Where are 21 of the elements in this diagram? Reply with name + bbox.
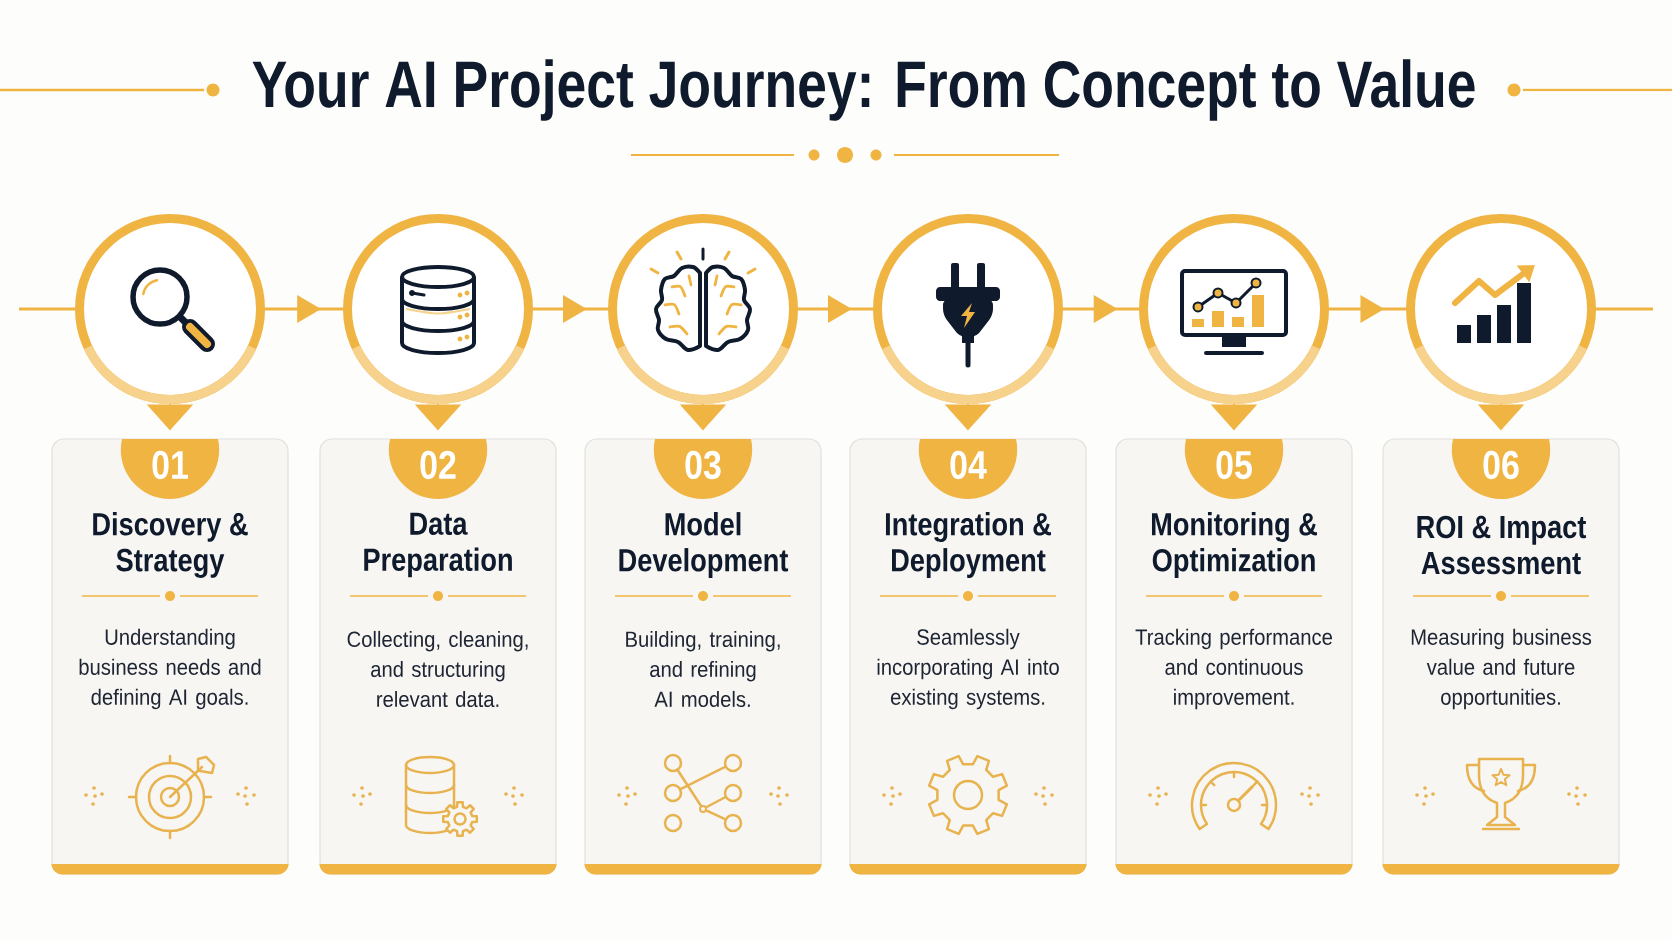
card-description: Building, training, and refining AI models. (626, 630, 780, 708)
connector-line (19, 307, 75, 311)
number-badge: 05 (1184, 439, 1284, 499)
number-badge: 02 (388, 439, 488, 499)
card-description: Tracking performance and continuous improvement. (1135, 628, 1332, 710)
card-description: Collecting, cleaning, and structuring relevant data. (347, 630, 528, 708)
card-title: Model Development (619, 512, 789, 578)
card-title: Monitoring & Optimization (1152, 512, 1317, 578)
card-description: Seamlessly incorporating AI into existing systems. (877, 628, 1059, 710)
card-title: Discovery & Strategy (93, 512, 248, 578)
card-title: Integration & Deployment (885, 512, 1051, 578)
number-badge: 04 (918, 439, 1018, 499)
card-description: Understanding business needs and defining AI goals. (79, 628, 261, 710)
card-title: ROI & Impact Assessment (1417, 515, 1587, 575)
card-title: Data Preparation (364, 512, 512, 578)
number-badge: 01 (120, 439, 220, 499)
card-description: Measuring business value and future opportunities. (1411, 628, 1592, 710)
number-badge: 06 (1451, 439, 1551, 499)
title: Your AI Project Journey: From Concept to Value (252, 59, 1475, 121)
number-badge: 03 (653, 439, 753, 499)
connector-line (1596, 307, 1653, 311)
